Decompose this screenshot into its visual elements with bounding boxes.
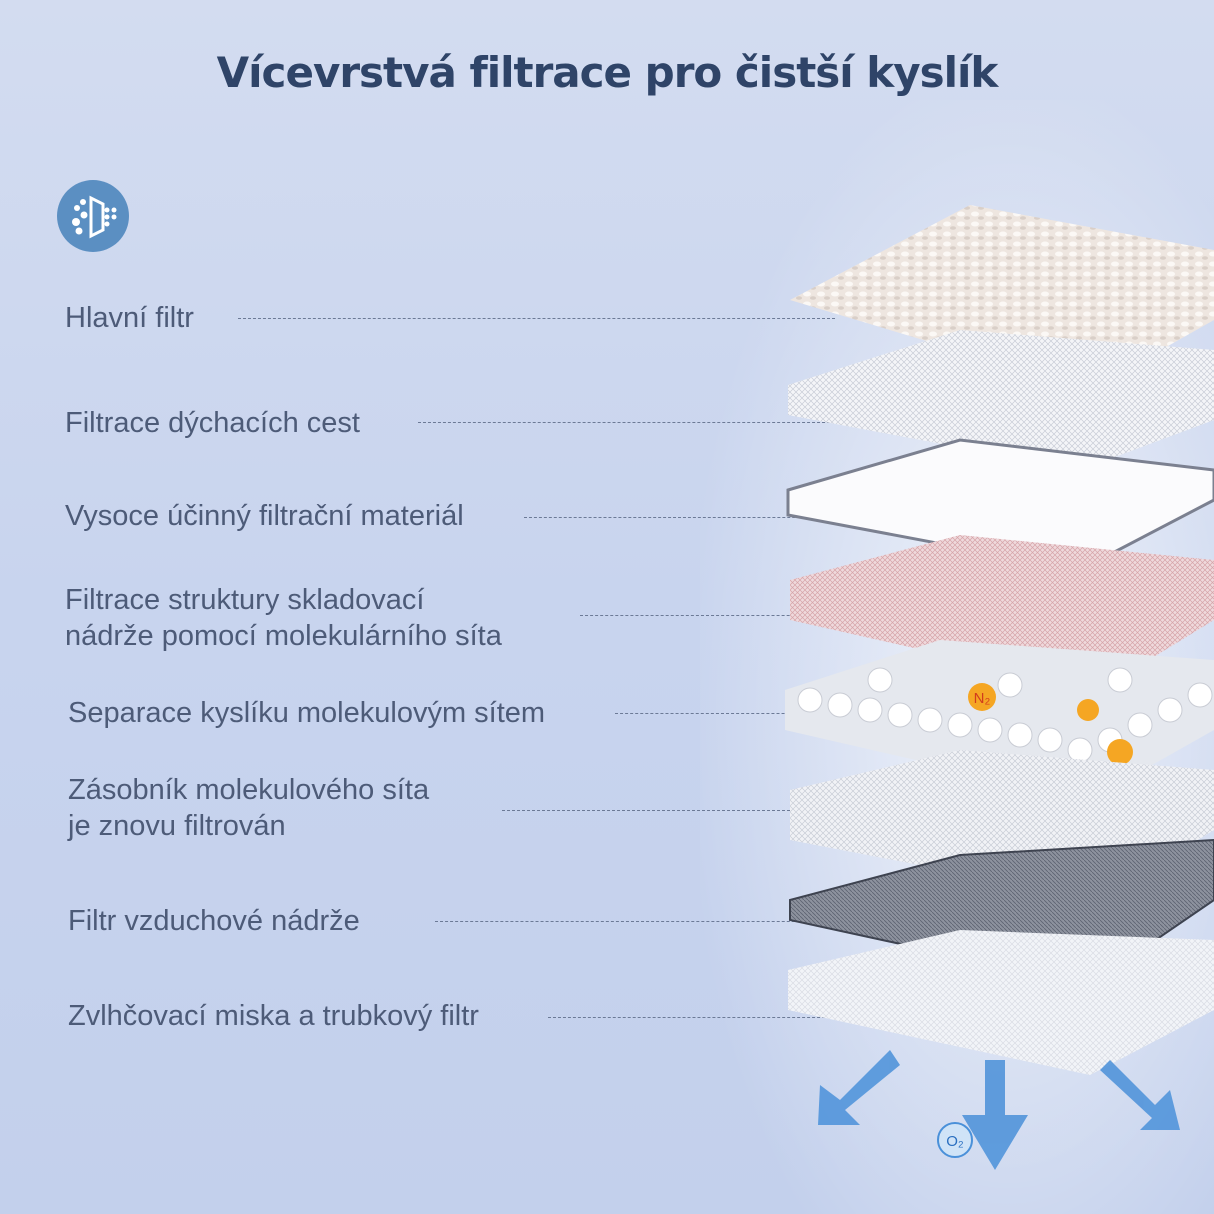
- layer-label-main-filter: Hlavní filtr: [65, 302, 194, 334]
- o2-molecule-label: O₂: [946, 1133, 964, 1150]
- layer-label-hepa-material: Vysoce účinný filtrační materiál: [65, 500, 464, 532]
- layer-airway: [788, 330, 1214, 470]
- o2-bubble: O₂: [937, 1122, 973, 1158]
- layer-sieve-tank: [790, 535, 1214, 690]
- page-title: Vícevrstvá filtrace pro čistší kyslík: [216, 48, 999, 97]
- leader-line: [548, 1017, 835, 1018]
- leader-line: [615, 713, 835, 714]
- leader-line: [435, 921, 835, 922]
- n2-molecule-label: N₂: [974, 690, 991, 707]
- layer-humidifier: [788, 930, 1214, 1075]
- layer-hepa: [786, 438, 1214, 572]
- leader-line: [418, 422, 835, 423]
- leader-line: [524, 517, 835, 518]
- leader-line: [502, 810, 835, 811]
- layer-label-oxygen-separation: Separace kyslíku molekulovým sítem: [68, 697, 546, 729]
- airflow-arrows-icon: [818, 1050, 1180, 1170]
- layer-molecular-sieve: N₂: [785, 640, 1214, 800]
- layer-label-sieve-reservoir: Zásobník molekulového síta je znovu filt…: [68, 774, 430, 842]
- layer-label-air-tank-filter: Filtr vzduchové nádrže: [68, 905, 360, 937]
- layer-label-humidifier-tube-filter: Zvlhčovací miska a trubkový filtr: [68, 1000, 479, 1032]
- filter-layer-stack-illustration: N₂ O₂: [785, 205, 1214, 1170]
- leader-line: [580, 615, 835, 616]
- leader-line: [238, 318, 835, 319]
- layer-label-airway-filtration: Filtrace dýchacích cest: [65, 407, 360, 439]
- layer-label-storage-tank-sieve: Filtrace struktury skladovací nádrže pom…: [65, 584, 502, 652]
- filter-particles-icon: [57, 180, 129, 252]
